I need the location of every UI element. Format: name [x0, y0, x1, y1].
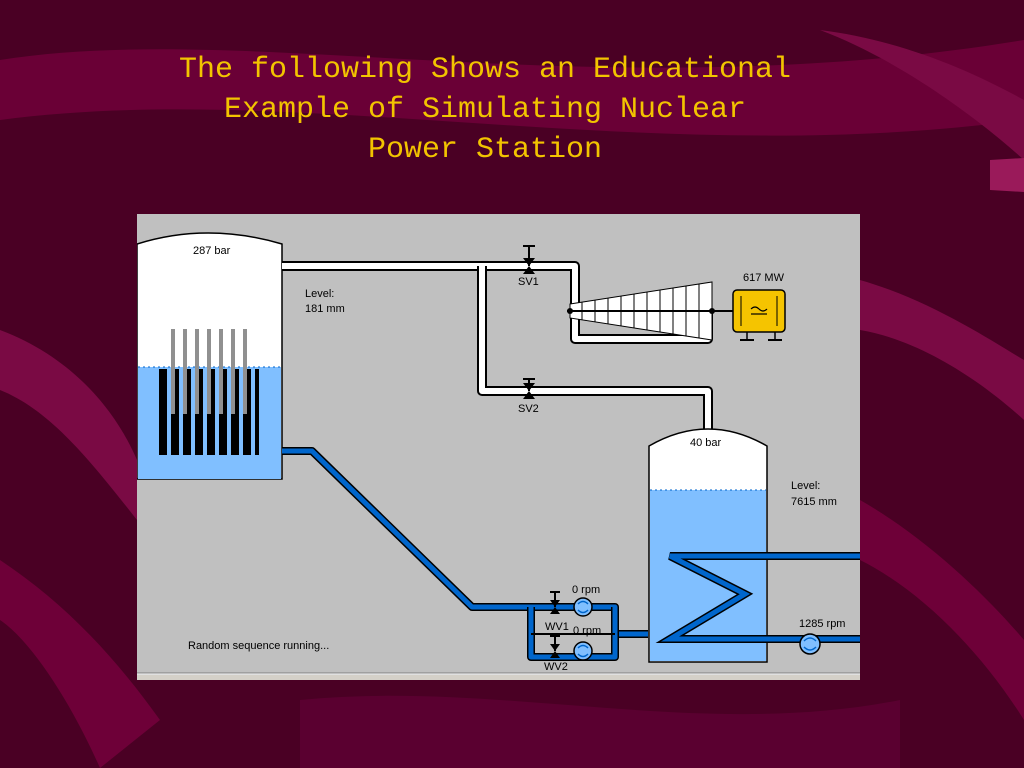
- valve-wv1-label: WV1: [545, 621, 569, 633]
- reactor-level-label: Level:: [305, 288, 335, 300]
- valve-sv1[interactable]: [523, 245, 535, 274]
- steam-generator-pressure: 40 bar: [690, 437, 722, 449]
- pump-1[interactable]: [573, 597, 593, 617]
- steam-generator-vessel: [648, 428, 768, 663]
- valve-sv2[interactable]: [523, 378, 535, 399]
- status-text: Random sequence running...: [188, 640, 330, 652]
- heat-exchanger-coil: [655, 552, 860, 643]
- pump-2-speed: 0 rpm: [573, 625, 602, 637]
- cooling-pump[interactable]: [799, 633, 821, 655]
- valve-wv2-label: WV2: [544, 661, 568, 673]
- valve-sv2-label: SV2: [518, 403, 539, 415]
- simulation-panel: 287 bar Level: 181 mm SV1 SV2 617 MW 40 …: [137, 214, 860, 680]
- title-line-3: Power Station: [367, 133, 603, 167]
- valve-sv1-label: SV1: [518, 276, 539, 288]
- turbine: [567, 281, 735, 341]
- slide-title: The following Shows an Educational Examp…: [100, 50, 870, 170]
- pump-1-speed: 0 rpm: [572, 584, 601, 596]
- pump-2[interactable]: [573, 641, 593, 661]
- plant-diagram: [137, 232, 860, 680]
- steam-pipes: [282, 261, 737, 444]
- title-line-1: The following Shows an Educational: [178, 53, 792, 87]
- valve-wv1[interactable]: [550, 591, 560, 614]
- valve-wv2[interactable]: [550, 635, 560, 658]
- reactor-pressure: 287 bar: [193, 245, 231, 257]
- title-line-2: Example of Simulating Nuclear: [223, 93, 747, 127]
- generator: [732, 289, 786, 341]
- cooling-pump-speed: 1285 rpm: [799, 618, 846, 630]
- feedwater-pipes: [282, 447, 648, 661]
- generator-output: 617 MW: [743, 272, 784, 284]
- steam-generator-level-value: 7615 mm: [791, 496, 837, 508]
- reactor-level-value: 181 mm: [305, 303, 345, 315]
- fuel-rods: [159, 329, 259, 455]
- steam-generator-level-label: Level:: [791, 480, 821, 492]
